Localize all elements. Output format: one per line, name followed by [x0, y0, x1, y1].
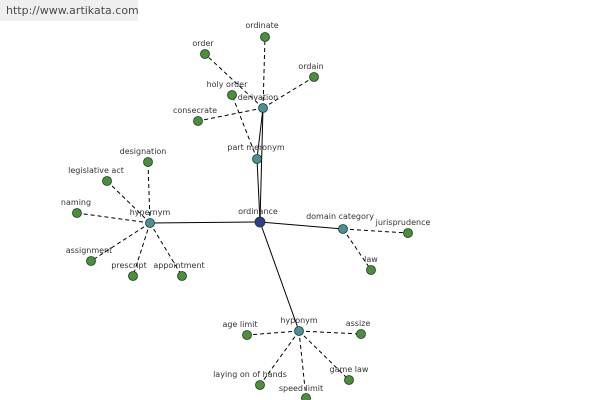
edge-assize: [298, 330, 362, 335]
edge-part-meronym: [256, 158, 261, 223]
label-derivation: derivation: [238, 93, 278, 102]
node-game-law[interactable]: [344, 375, 354, 385]
edge-derivation: [259, 107, 264, 223]
node-speed-limit[interactable]: [301, 393, 311, 400]
label-legislative-act: legislative act: [68, 166, 124, 175]
nodes-layer: [72, 32, 413, 400]
node-holy-order[interactable]: [227, 90, 237, 100]
label-game-law: game law: [330, 365, 369, 374]
label-laying-on-of-hands: laying on of hands: [213, 370, 287, 379]
edge-holy-order: [231, 94, 258, 160]
edge-ordinate: [262, 36, 266, 109]
label-law: law: [364, 255, 378, 264]
node-hyponym[interactable]: [294, 326, 304, 336]
url-banner: http://www.artikata.com: [0, 0, 139, 21]
label-ordinance: ordinance: [238, 207, 278, 216]
edge-assignment: [90, 222, 151, 262]
node-ordinance[interactable]: [254, 216, 266, 228]
node-jurisprudence[interactable]: [403, 228, 413, 238]
label-assize: assize: [346, 319, 371, 328]
node-age-limit[interactable]: [242, 330, 252, 340]
label-ordinate: ordinate: [245, 21, 278, 30]
node-law[interactable]: [366, 265, 376, 275]
node-legislative-act[interactable]: [102, 176, 112, 186]
edge-naming: [76, 212, 151, 224]
edge-hyponym: [259, 221, 300, 332]
edge-legislative-act: [106, 180, 151, 224]
label-domain-category: domain category: [306, 212, 374, 221]
node-naming[interactable]: [72, 208, 82, 218]
node-derivation[interactable]: [258, 103, 268, 113]
node-ordain[interactable]: [309, 72, 319, 82]
node-assignment[interactable]: [86, 256, 96, 266]
node-appointment[interactable]: [177, 271, 187, 281]
edges-layer: [76, 36, 409, 399]
label-part-meronym: part meronym: [227, 143, 284, 152]
label-appointment: appointment: [153, 261, 204, 270]
label-order: order: [192, 39, 214, 48]
label-hypernym: hypernym: [130, 208, 171, 217]
label-holy-order: holy order: [207, 80, 249, 89]
label-assignment: assignment: [66, 246, 113, 255]
edge-domain-category: [259, 221, 344, 230]
node-hypernym[interactable]: [145, 218, 155, 228]
edge-law: [342, 228, 372, 271]
edge-hypernym: [149, 221, 261, 224]
label-consecrate: consecrate: [173, 106, 217, 115]
edge-order: [204, 53, 264, 109]
edge-age-limit: [246, 330, 300, 336]
edge-ordain: [262, 76, 315, 109]
node-designation[interactable]: [143, 157, 153, 167]
edge-speed-limit: [298, 330, 307, 399]
node-laying-on-of-hands[interactable]: [255, 380, 265, 390]
edge-game-law: [298, 330, 350, 381]
label-naming: naming: [61, 198, 91, 207]
node-domain-category[interactable]: [338, 224, 348, 234]
label-hyponym: hyponym: [280, 316, 318, 325]
label-prescript: prescript: [111, 261, 146, 270]
edge-part-meronym-derivation: [256, 107, 264, 160]
label-jurisprudence: jurisprudence: [375, 218, 431, 227]
node-ordinate[interactable]: [260, 32, 270, 42]
edge-appointment: [149, 222, 183, 277]
label-designation: designation: [120, 147, 167, 156]
label-ordain: ordain: [298, 62, 323, 71]
edge-jurisprudence: [342, 228, 409, 234]
labels-layer: ordinance derivation part meronym hypernym d…: [61, 21, 431, 393]
node-order[interactable]: [200, 49, 210, 59]
url-text: http://www.artikata.com: [6, 4, 139, 17]
node-consecrate[interactable]: [193, 116, 203, 126]
edge-designation: [147, 161, 151, 224]
node-prescript[interactable]: [128, 271, 138, 281]
label-speed-limit: speed limit: [279, 384, 323, 393]
edge-prescript: [132, 222, 151, 277]
node-assize[interactable]: [356, 329, 366, 339]
label-age-limit: age limit: [222, 320, 257, 329]
node-part-meronym[interactable]: [252, 154, 262, 164]
